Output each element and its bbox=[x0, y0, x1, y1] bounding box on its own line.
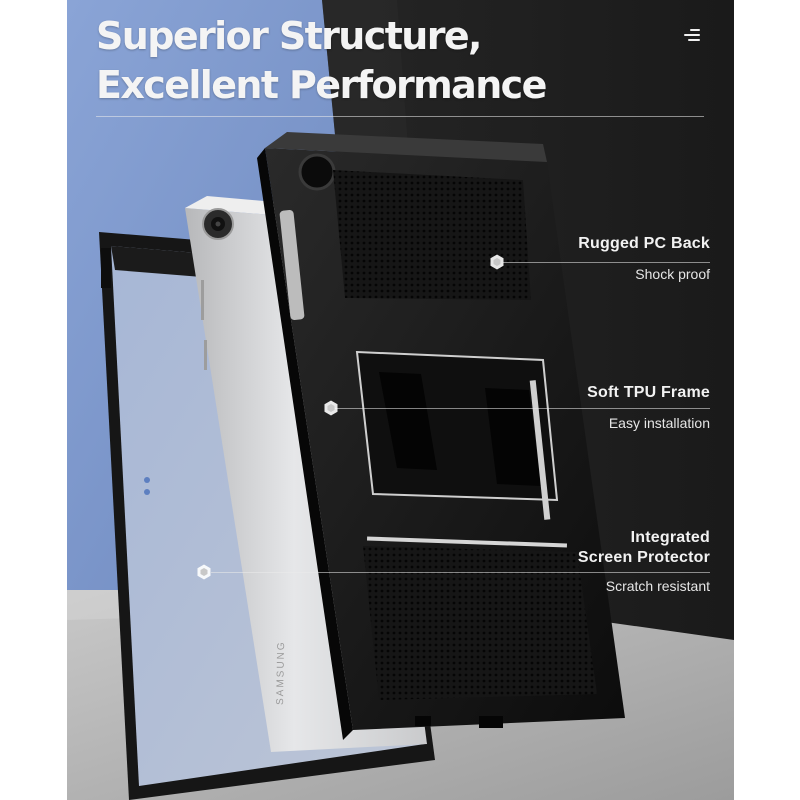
page-title: Superior Structure, Excellent Performanc… bbox=[96, 12, 547, 110]
feature-integrated-screen-protector: Integrated Screen Protector Scratch resi… bbox=[578, 528, 710, 595]
hexagon-marker-icon bbox=[324, 400, 338, 416]
product-banner: SAMSUNG Superior Structure, Excellent Pe… bbox=[67, 0, 734, 800]
product-illustration: SAMSUNG bbox=[67, 0, 734, 800]
title-divider bbox=[96, 116, 704, 117]
feature-description: Easy installation bbox=[608, 415, 710, 431]
feature-soft-tpu-frame: Soft TPU Frame Easy installation bbox=[587, 383, 710, 432]
feature-name: Rugged PC Back bbox=[578, 235, 710, 252]
feature-description: Scratch resistant bbox=[605, 578, 710, 594]
title-line-2: Excellent Performance bbox=[96, 63, 547, 107]
hexagon-marker-icon bbox=[490, 254, 504, 270]
feature-name: Soft TPU Frame bbox=[587, 384, 710, 401]
callout-line-screen-protector bbox=[211, 572, 710, 573]
feature-rugged-pc-back: Rugged PC Back Shock proof bbox=[578, 234, 710, 283]
callout-line-rugged-back bbox=[503, 262, 710, 263]
rugged-case bbox=[257, 132, 625, 740]
feature-name: Integrated Screen Protector bbox=[577, 529, 710, 566]
title-line-1: Superior Structure, bbox=[96, 14, 482, 58]
menu-lines-icon[interactable] bbox=[678, 24, 704, 46]
feature-description: Shock proof bbox=[635, 266, 710, 282]
brand-text: SAMSUNG bbox=[275, 640, 287, 705]
hexagon-marker-icon bbox=[197, 564, 211, 580]
callout-line-tpu-frame bbox=[335, 408, 710, 409]
